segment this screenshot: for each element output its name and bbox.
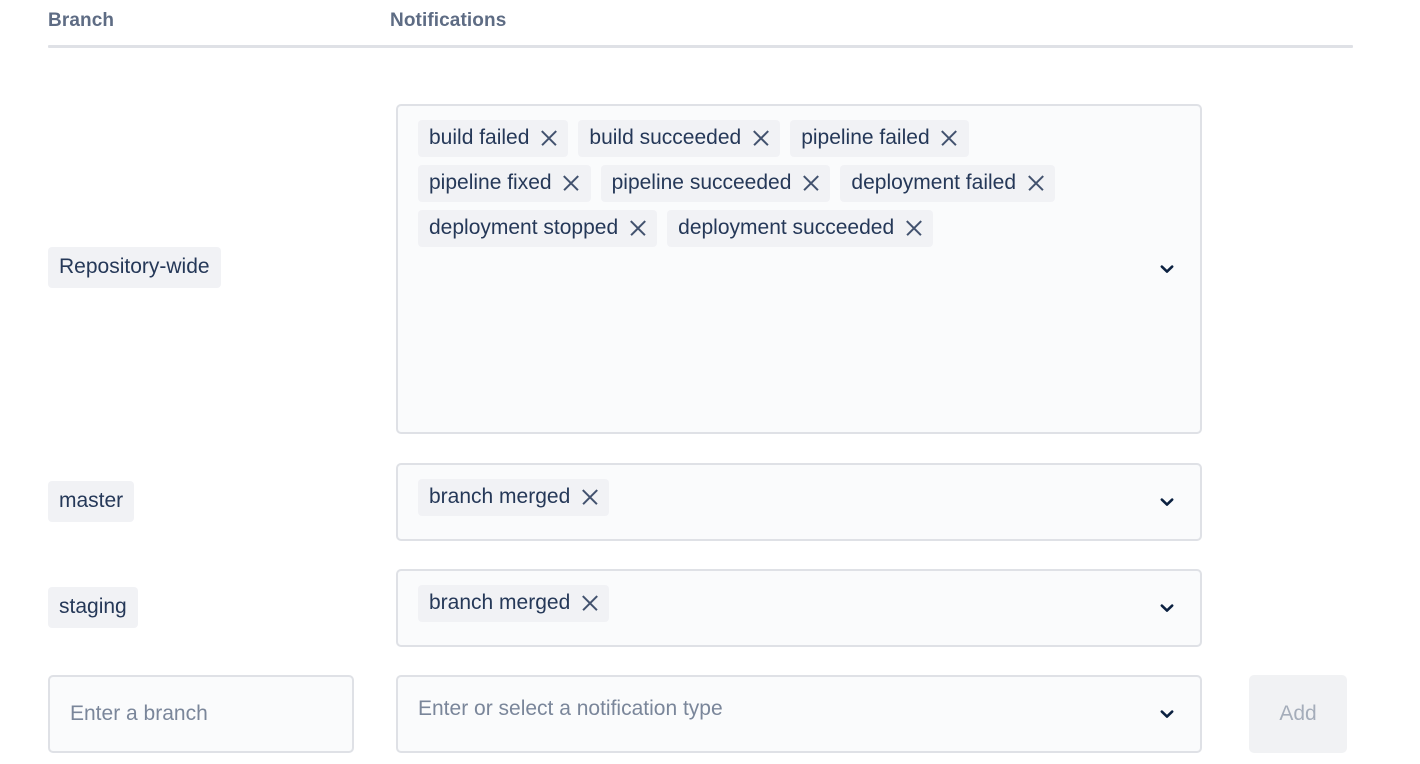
notification-tag[interactable]: pipeline succeeded <box>600 165 831 202</box>
close-icon[interactable] <box>752 129 769 146</box>
table-header: Branch Notifications <box>48 10 1353 48</box>
close-icon[interactable] <box>905 219 922 236</box>
notifications-cell: Enter or select a notification type <box>396 675 1202 753</box>
branch-cell: Repository-wide <box>48 247 221 288</box>
notification-tag[interactable]: build succeeded <box>578 120 781 157</box>
chevron-down-icon[interactable] <box>1156 491 1178 513</box>
notification-tag-label: pipeline succeeded <box>611 171 792 194</box>
column-header-notifications: Notifications <box>390 10 507 31</box>
chevron-down-icon[interactable] <box>1156 597 1178 619</box>
notification-tag[interactable]: deployment stopped <box>418 210 658 247</box>
notification-tag[interactable]: build failed <box>418 120 569 157</box>
notification-tag-label: pipeline fixed <box>429 171 552 194</box>
close-icon[interactable] <box>581 594 598 611</box>
branch-label-chip: Repository-wide <box>48 247 221 288</box>
close-icon[interactable] <box>540 129 557 146</box>
notification-type-select[interactable]: Enter or select a notification type <box>396 675 1202 753</box>
header-divider <box>48 45 1353 48</box>
branch-label-chip: staging <box>48 587 138 628</box>
branch-input[interactable]: Enter a branch <box>48 675 354 753</box>
close-icon[interactable] <box>941 129 958 146</box>
notification-tag-label: deployment succeeded <box>678 216 895 239</box>
notification-tag-label: build succeeded <box>589 126 742 149</box>
branch-cell: master <box>48 481 135 522</box>
notification-multiselect[interactable]: branch merged <box>396 463 1202 541</box>
branch-label-chip: master <box>48 481 135 522</box>
notification-tag[interactable]: deployment failed <box>840 165 1056 202</box>
notification-tag-label: deployment failed <box>851 171 1017 194</box>
chevron-down-icon[interactable] <box>1156 258 1178 280</box>
close-icon[interactable] <box>802 174 819 191</box>
notification-tag[interactable]: branch merged <box>418 479 610 516</box>
notifications-cell: build failed build succeeded pipeline fa… <box>396 104 1202 434</box>
notification-type-placeholder: Enter or select a notification type <box>418 697 723 720</box>
notifications-cell: branch merged <box>396 569 1202 647</box>
notification-tag[interactable]: pipeline fixed <box>418 165 591 202</box>
notification-tag-label: build failed <box>429 126 530 149</box>
notification-tag[interactable]: deployment succeeded <box>667 210 934 247</box>
close-icon[interactable] <box>1027 174 1044 191</box>
notification-tag[interactable]: pipeline failed <box>790 120 969 157</box>
column-header-branch: Branch <box>48 10 115 31</box>
notification-tag[interactable]: branch merged <box>418 585 610 622</box>
branch-cell: staging <box>48 587 138 628</box>
notification-tag-label: deployment stopped <box>429 216 619 239</box>
notification-multiselect[interactable]: branch merged <box>396 569 1202 647</box>
notification-multiselect[interactable]: build failed build succeeded pipeline fa… <box>396 104 1202 434</box>
close-icon[interactable] <box>563 174 580 191</box>
notifications-cell: branch merged <box>396 463 1202 541</box>
notification-tag-label: pipeline failed <box>801 126 930 149</box>
chevron-down-icon[interactable] <box>1156 703 1178 725</box>
add-button[interactable]: Add <box>1249 675 1347 753</box>
notification-tag-label: branch merged <box>429 591 571 614</box>
notification-tag-label: branch merged <box>429 485 571 508</box>
close-icon[interactable] <box>629 219 646 236</box>
close-icon[interactable] <box>581 488 598 505</box>
